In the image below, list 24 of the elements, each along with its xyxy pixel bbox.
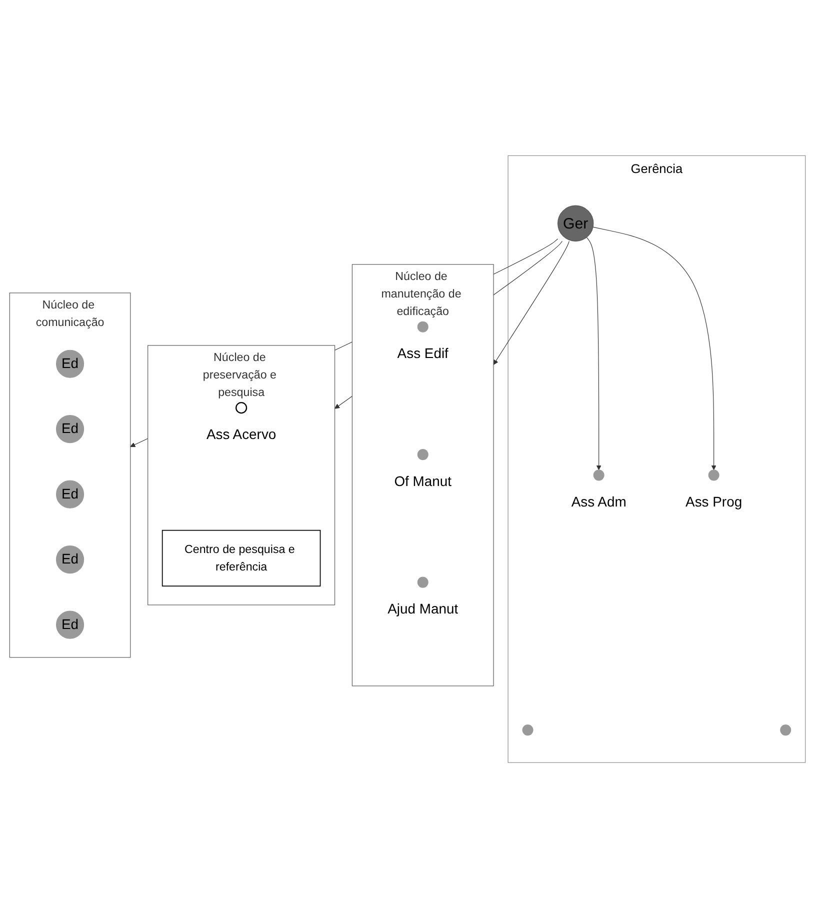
node-circle [417, 448, 428, 460]
node-circle: Ed [56, 480, 84, 508]
node-circle: Ed [56, 414, 84, 444]
node-label: Ass Edif [397, 346, 448, 362]
node-circle [593, 470, 604, 481]
node-box: Centro de pesquisa e referência [162, 530, 321, 586]
node-circle [780, 724, 792, 736]
node-circle: Ed [56, 610, 84, 639]
node-label: Ass Prog [686, 494, 742, 510]
node-circle: Ed [56, 350, 84, 378]
node-circle [417, 321, 428, 332]
arrow [586, 236, 602, 470]
node-label: Ass Adm [571, 494, 626, 510]
node-circle: Ed [56, 545, 84, 574]
node-circle [236, 402, 248, 414]
node-circle [417, 576, 428, 588]
arrow [493, 240, 570, 365]
arrow [592, 226, 716, 470]
node-label: Ass Acervo [206, 426, 276, 443]
node-label: Of Manut [394, 474, 452, 490]
node-label: Ajud Manut [388, 601, 458, 618]
node-circle [522, 724, 534, 736]
node-circle [708, 470, 720, 481]
node-circle: Ger [558, 205, 594, 242]
